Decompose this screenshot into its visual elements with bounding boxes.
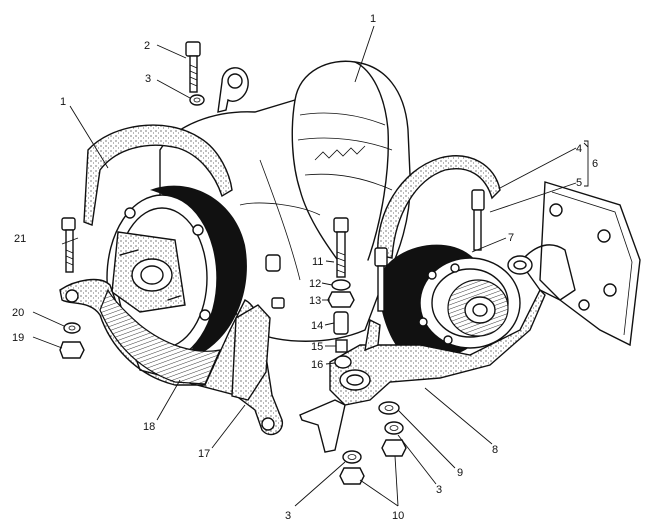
washer-20 [63, 322, 81, 334]
callout-1-left: 1 [60, 96, 66, 108]
bush-16 [334, 355, 352, 369]
nut-10-bottom [339, 467, 365, 485]
callout-14: 14 [311, 320, 323, 332]
callout-12: 12 [309, 278, 321, 290]
bolt-21-head [61, 217, 76, 231]
callout-13: 13 [309, 295, 321, 307]
washer-12 [331, 279, 351, 291]
nut-13 [327, 291, 355, 308]
callout-4: 4 [576, 143, 582, 155]
left-bracket [59, 278, 284, 436]
callout-10: 10 [392, 510, 404, 522]
left-clamp-strap [83, 124, 233, 226]
callout-11: 11 [312, 256, 323, 268]
callout-5: 5 [576, 177, 582, 189]
callout-15: 15 [311, 341, 323, 353]
right-hub-assembly [378, 244, 521, 359]
right-clamp-strap [374, 155, 501, 312]
callout-3-top: 3 [145, 73, 151, 85]
bolt-11-head [333, 217, 349, 233]
bolt-21-shank [65, 229, 74, 273]
leader-lines [32, 25, 589, 507]
callout-9: 9 [457, 467, 463, 479]
nut-19 [59, 341, 85, 359]
bolt-2-shank [189, 55, 198, 93]
nut-10-right [381, 439, 407, 457]
washer-3-bottom [342, 450, 362, 464]
washer-3-top [189, 94, 205, 106]
callout-7: 7 [508, 232, 514, 244]
fasteners [59, 41, 407, 485]
callout-21: 21 [14, 233, 26, 245]
callout-6: 6 [592, 158, 598, 170]
sleeve-15 [335, 339, 348, 353]
callout-8: 8 [492, 444, 498, 456]
callout-19: 19 [12, 332, 24, 344]
callout-2: 2 [144, 40, 150, 52]
callout-17: 17 [198, 448, 210, 460]
callout-18: 18 [143, 421, 155, 433]
washer-3-right [384, 421, 404, 435]
spacer-14 [333, 311, 349, 335]
callout-20: 20 [12, 307, 24, 319]
bolt-2-head [185, 41, 201, 57]
callout-1-top: 1 [370, 13, 376, 25]
callout-labels: 1 1 2 3 3 3 4 5 6 7 8 9 10 11 12 13 14 1… [12, 13, 598, 522]
callout-16: 16 [311, 359, 323, 371]
washer-9 [378, 401, 400, 415]
bolt-11-shank [336, 231, 346, 278]
right-bracket [299, 255, 546, 453]
callout-3-right: 3 [436, 484, 442, 496]
callout-3-bottom: 3 [285, 510, 291, 522]
